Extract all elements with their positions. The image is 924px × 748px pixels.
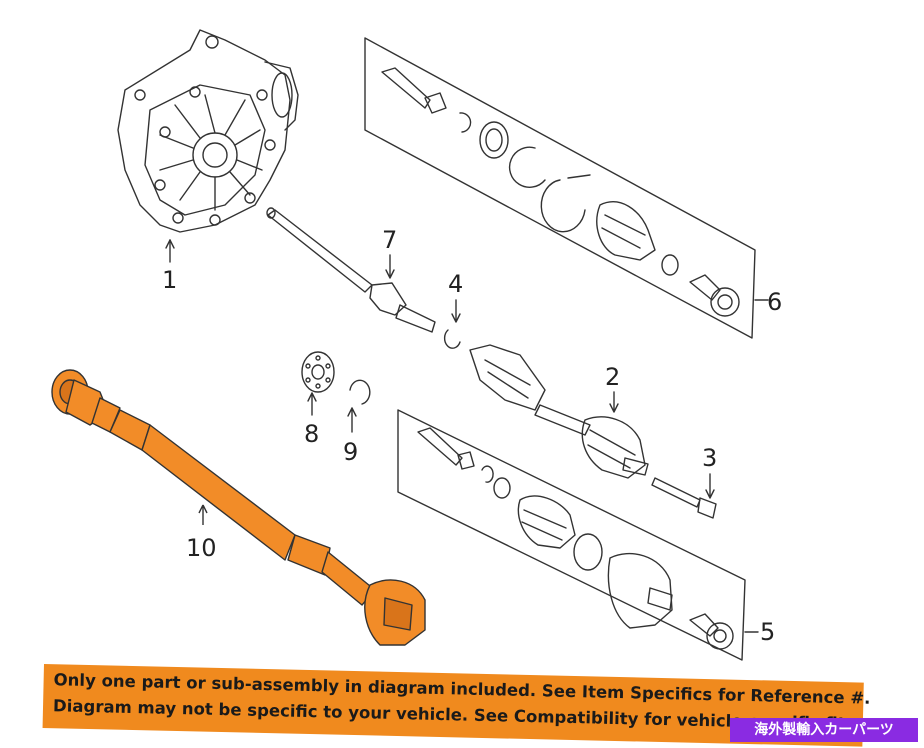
leader-line-9: [347, 407, 357, 433]
part-label-1: 1: [162, 266, 177, 294]
circlip: [443, 329, 461, 349]
part-label-5: 5: [760, 618, 775, 646]
washer: [301, 351, 335, 393]
part-label-8: 8: [304, 420, 319, 448]
snap-ring: [349, 379, 371, 405]
seller-badge: 海外製輸入カーパーツ: [730, 718, 918, 742]
intermediate-shaft: [266, 207, 436, 333]
leader-line-3: [705, 473, 715, 499]
propeller-shaft: [51, 369, 426, 646]
part-label-10: 10: [186, 534, 217, 562]
differential-housing: [117, 29, 299, 233]
kit-panel-6: [364, 37, 756, 339]
part-label-2: 2: [605, 363, 620, 391]
part-label-4: 4: [448, 270, 463, 298]
leader-line-4: [451, 299, 461, 323]
part-label-6: 6: [767, 288, 782, 316]
leader-line-10: [198, 504, 208, 525]
part-label-9: 9: [343, 438, 358, 466]
kit-panel-5: [397, 409, 746, 661]
kit-6-parts: [381, 67, 740, 317]
axle-bolt: [651, 477, 717, 519]
leader-line-8: [307, 392, 317, 416]
leader-line-7: [385, 254, 395, 279]
part-label-3: 3: [702, 444, 717, 472]
leader-line-2: [609, 391, 619, 413]
part-label-7: 7: [382, 226, 397, 254]
kit-5-parts: [417, 427, 734, 650]
axle-shaft: [469, 344, 649, 479]
